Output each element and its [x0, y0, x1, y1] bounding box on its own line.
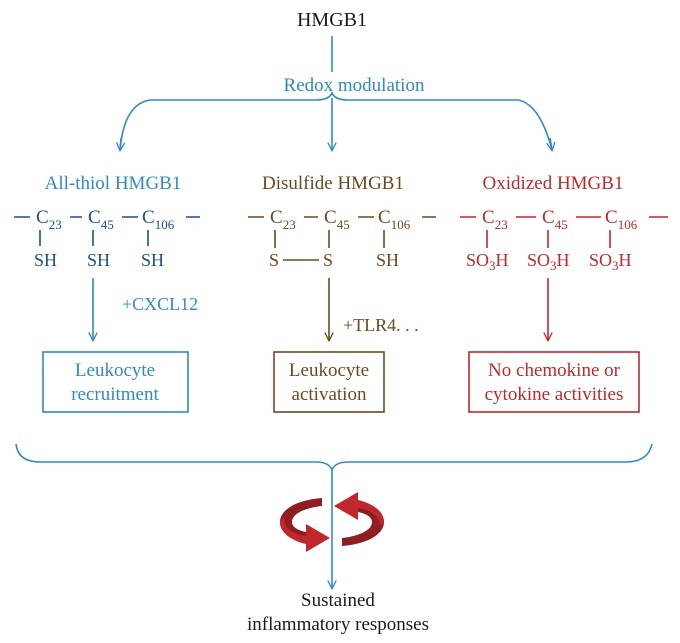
outcome-activation-line1: Leukocyte: [289, 360, 369, 381]
all-thiol-structure: C23 SH C45 SH C106 SH: [14, 205, 200, 270]
outcome-box-activation: [273, 351, 385, 413]
outcome-recruitment-line1: Leukocyte: [75, 360, 155, 381]
disulfide-structure: C23 S C45 S C106 SH: [248, 205, 436, 270]
disulfide-c23: C23: [270, 207, 296, 232]
bottom-label-line2: inflammatory responses: [247, 614, 429, 635]
oxidized-c45: C45: [542, 207, 568, 232]
top-node-label: HMGB1: [297, 9, 367, 31]
bottom-label-line1: Sustained: [301, 590, 375, 611]
redox-label-backing: [270, 72, 440, 98]
cxcl12-trigger: +CXCL12: [122, 294, 198, 314]
left-branch-arrow: [120, 137, 121, 150]
oxidized-structure: C23 SO3H C45 SO3H C106 SO3H: [460, 205, 668, 273]
all-thiol-group-106: SH: [141, 250, 164, 270]
tlr4-trigger: +TLR4. . .: [343, 315, 419, 335]
circular-arrows-icon: [280, 492, 384, 552]
all-thiol-c45: C45: [88, 207, 114, 232]
oxidized-c106: C106: [605, 207, 638, 232]
outcome-no-activity-line2: cytokine activities: [485, 384, 624, 405]
outcome-box-no-activity: [468, 351, 640, 413]
disulfide-title: Disulfide HMGB1: [262, 173, 404, 194]
outcome-box-recruitment: [42, 351, 189, 413]
oxidized-group-23: SO3H: [466, 250, 509, 273]
disulfide-c106: C106: [378, 207, 411, 232]
disulfide-group-23: S: [269, 250, 279, 270]
bottom-bracket: [15, 443, 653, 473]
disulfide-group-45: S: [323, 250, 333, 270]
right-branch-arrow: [550, 137, 552, 150]
all-thiol-group-23: SH: [34, 250, 57, 270]
all-thiol-c106: C106: [142, 207, 175, 232]
outcome-activation-line2: activation: [292, 384, 367, 405]
redox-modulation-label: Redox modulation: [284, 75, 425, 96]
oxidized-title: Oxidized HMGB1: [483, 173, 624, 194]
all-thiol-group-45: SH: [87, 250, 110, 270]
outcome-no-activity-line1: No chemokine or: [488, 360, 621, 381]
top-bracket: [119, 90, 553, 151]
outcome-recruitment-line2: recruitment: [71, 384, 159, 405]
disulfide-c45: C45: [324, 207, 350, 232]
all-thiol-title: All-thiol HMGB1: [45, 173, 182, 194]
disulfide-group-106: SH: [376, 250, 399, 270]
oxidized-group-106: SO3H: [589, 250, 632, 273]
oxidized-group-45: SO3H: [527, 250, 570, 273]
oxidized-c23: C23: [482, 207, 508, 232]
all-thiol-c23: C23: [36, 207, 62, 232]
